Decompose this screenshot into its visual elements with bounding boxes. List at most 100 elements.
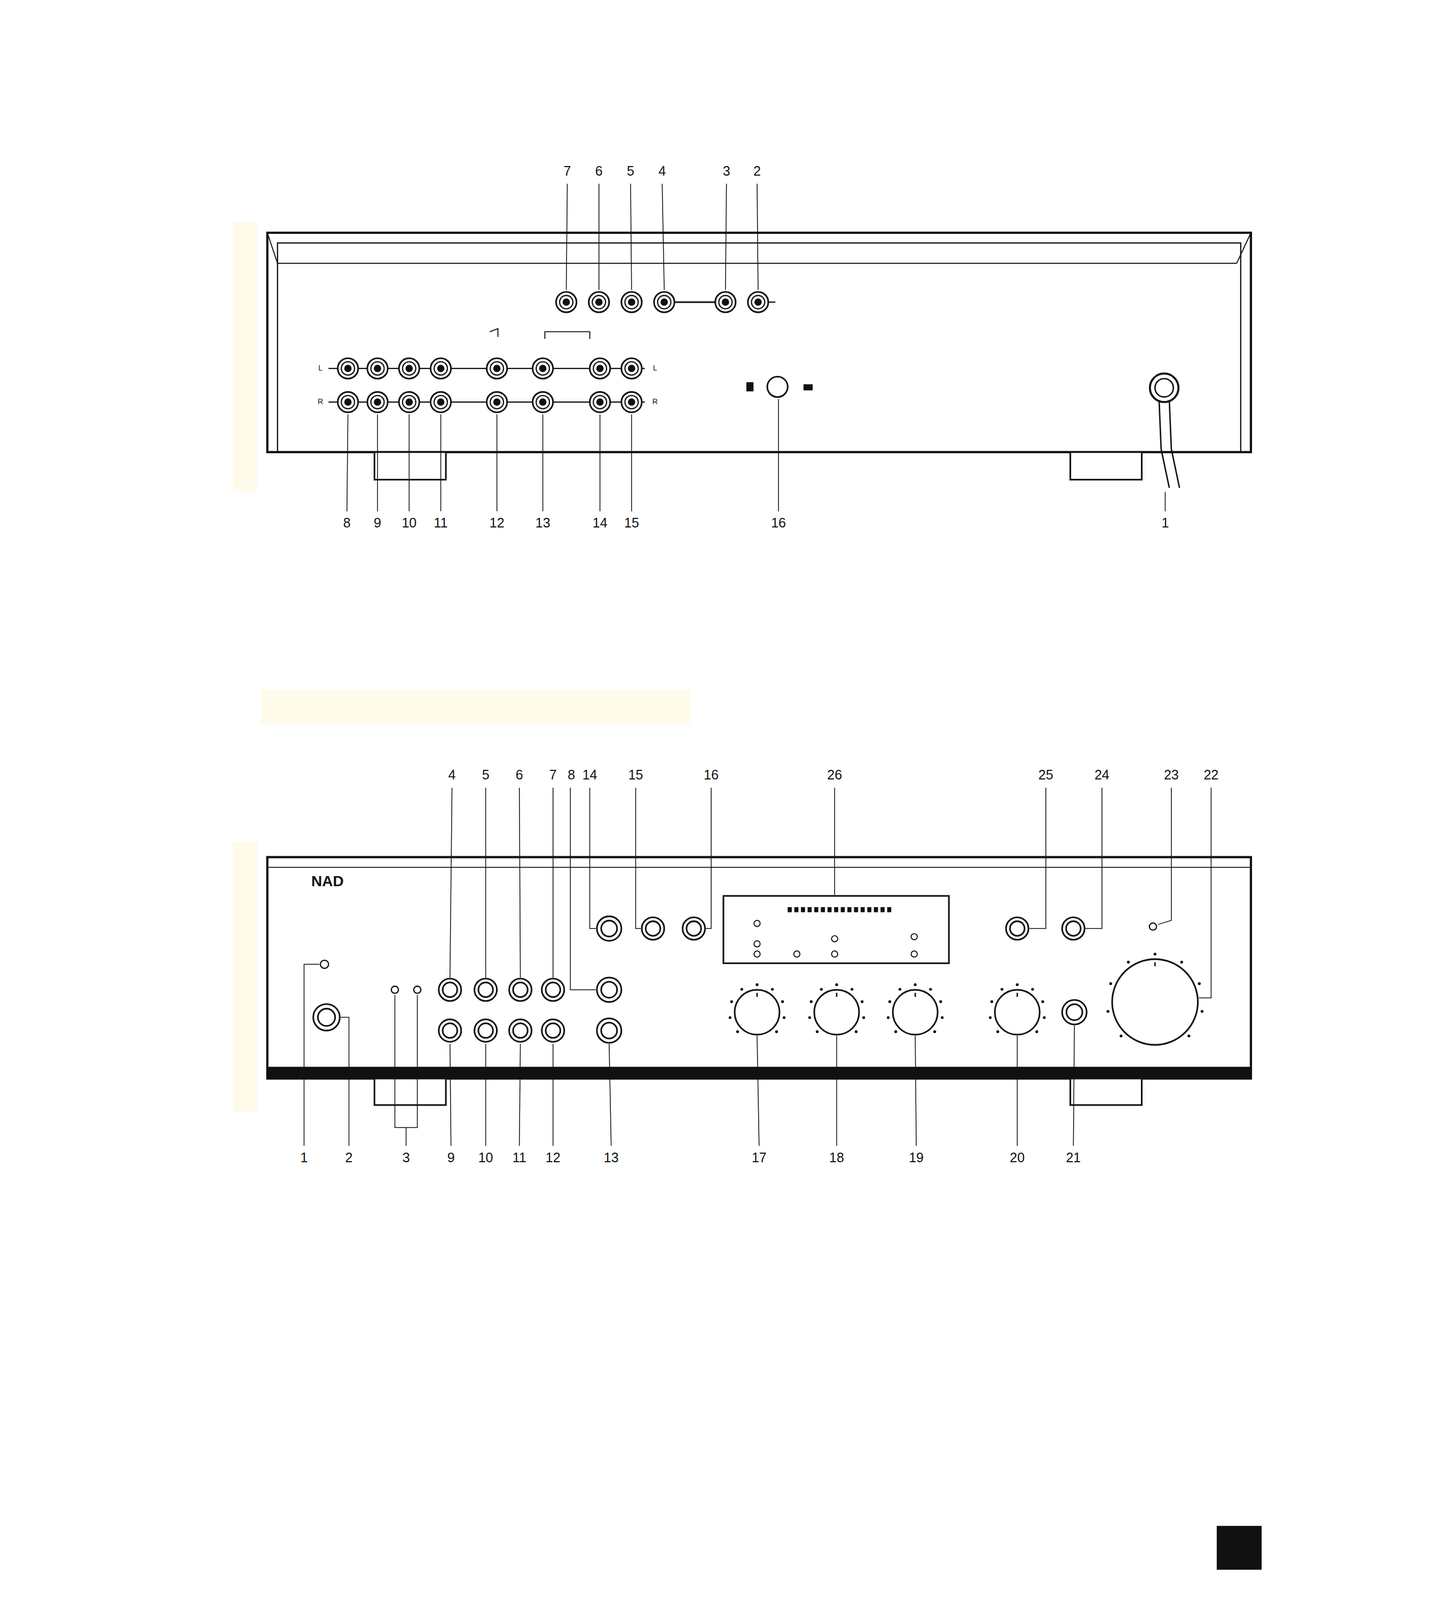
rca-jack [337,358,359,379]
rotary-knob [887,984,943,1035]
callout-number: 13 [533,515,553,532]
bevel-line [277,262,1237,264]
leader-line [1198,788,1211,999]
display-icon [911,950,918,957]
callout-number: 23 [1162,767,1181,784]
push-button [474,978,498,1002]
callout-number: 14 [591,515,610,532]
leader-line [662,183,665,290]
callout-number: 1 [298,1150,310,1167]
channel-label: R [317,397,324,406]
rca-jack [654,292,675,313]
callout-number: 11 [510,1150,529,1167]
display-segment [840,907,846,913]
rotary-knob [989,984,1045,1035]
callout-number: 3 [400,1150,412,1167]
channel-label: L [317,364,324,373]
front-base-strip [267,1067,1251,1079]
callout-number: 7 [562,163,573,180]
callout-number: 25 [1036,767,1056,784]
rca-jack [367,391,388,413]
foot [1070,452,1143,480]
rca-jack [398,391,420,413]
leader-line [395,995,418,1128]
push-button [596,977,622,1003]
indicator-led [1149,923,1157,931]
callout-number: 2 [343,1150,355,1167]
leader-line [598,183,600,290]
display-segment [800,907,806,913]
cord-grommet [1150,373,1179,403]
leader-line [340,1017,349,1147]
callout-number: 20 [1008,1150,1027,1167]
background-strip [232,841,258,1113]
rca-jack [398,358,420,379]
callout-number: 1 [1159,515,1171,532]
callout-number: 4 [656,163,668,180]
push-button [438,1019,462,1042]
leader-line [440,414,442,512]
foot [374,1078,446,1106]
rca-jack [748,292,769,313]
leader-line [1029,788,1046,930]
rca-jack [621,391,642,413]
leader-line [303,964,320,1146]
display-window [723,895,949,964]
push-button [541,978,565,1002]
display-segment [847,907,852,913]
front-housing [267,857,1251,1080]
display-segment [814,907,819,913]
leader-line [599,414,601,512]
callout-number: 14 [580,767,600,784]
callout-number: 17 [750,1150,769,1167]
leader-line [833,788,836,896]
callout-number: 22 [1201,767,1221,784]
rca-jack [532,391,554,413]
leader-line [1073,1025,1075,1146]
callout-number: 7 [547,767,559,784]
rca-jack [430,391,451,413]
callout-number: 3 [721,163,733,180]
rca-jack [367,358,388,379]
leader-line [552,1043,554,1146]
leader-line [542,414,544,512]
rear-housing [267,232,1251,453]
callout-number: 5 [480,767,492,784]
display-icon [831,935,838,942]
display-segment [787,907,792,913]
leader-line [757,1035,760,1146]
callout-number: 16 [769,515,788,532]
callout-number: 2 [751,163,763,180]
callout-number: 5 [625,163,636,180]
display-segment [820,907,825,913]
leader-line [757,183,759,290]
push-button [682,917,705,940]
power-cord [1169,399,1180,488]
push-button [474,1019,498,1042]
display-segment [807,907,813,913]
rca-jack [589,391,611,413]
leader-line [450,1043,452,1146]
display-icon [753,920,760,927]
rca-jack [621,358,642,379]
background-strip [232,222,258,493]
leader-line [485,788,487,978]
callout-number: 10 [476,1150,495,1167]
display-segment [833,907,839,913]
rca-jack [555,292,577,313]
cord-grommet [1154,378,1174,397]
switch-mark [804,384,813,391]
bracket [544,331,590,339]
background-strip [261,689,690,725]
leader-line [496,414,498,512]
callout-number: 16 [702,767,721,784]
callout-number: 8 [341,515,353,532]
callout-number: 13 [602,1150,621,1167]
push-button [1061,1000,1087,1025]
push-button [1061,917,1085,940]
display-icon [911,933,918,940]
power-cord [1159,399,1170,488]
leader-line [450,788,453,978]
callout-number: 4 [446,767,458,784]
